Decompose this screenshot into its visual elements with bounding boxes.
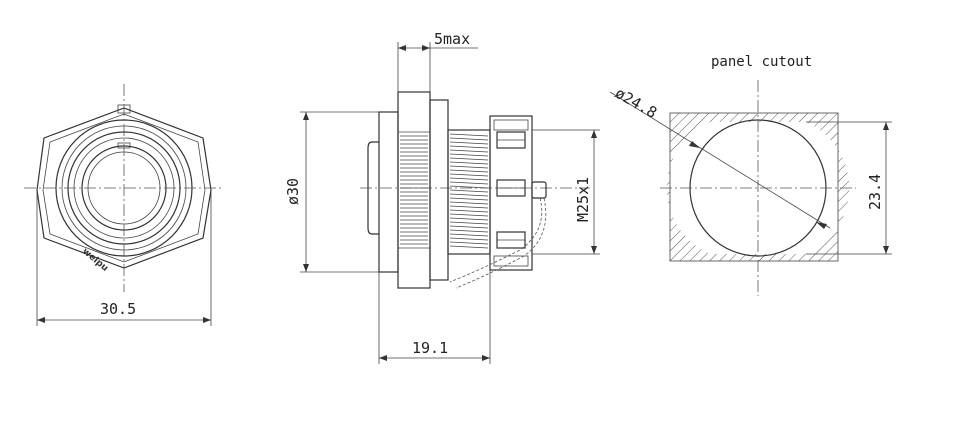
thread-line [449,229,489,233]
thread-line [449,209,489,213]
panel-nut [397,91,431,289]
dust-cap-knob [531,181,547,199]
thread-line [449,193,489,197]
thread-label: M25x1 [574,177,592,222]
thread-line [449,165,489,169]
thread-line [449,177,489,181]
thread-line [449,221,489,225]
thread-line [449,149,489,153]
thread-line [449,145,489,149]
thread-line [449,161,489,165]
rear-coupling [489,115,533,271]
flange [378,111,399,273]
thread-line [449,237,489,241]
thread-line [449,225,489,229]
max-thickness-label: 5max [434,30,470,48]
cutout-diameter-label: ø24.8 [612,84,660,122]
thread-line [449,241,489,245]
length-label: 19.1 [412,339,448,357]
thread-line [449,185,489,189]
thread-line [449,233,489,237]
thread-line [449,137,489,141]
thread-line [449,181,489,185]
thread-line [449,217,489,221]
thread-line [449,157,489,161]
panel-hatch [666,113,850,261]
side-view: 5max ø30 M25x1 19.1 [284,30,600,364]
thread-line [449,245,489,249]
lanyard [449,197,543,283]
thread-line [449,201,489,205]
thread-line [449,197,489,201]
width-dimension-label: 30.5 [100,300,136,318]
cutout-flat-label: 23.4 [866,174,884,210]
thread-line [449,133,489,137]
cutout-diameter-leader [609,91,831,229]
thread-line [449,173,489,177]
cutout-title: panel cutout [711,54,812,70]
front-view: weipu 30.5 [24,84,224,326]
thread-line [449,189,489,193]
washer [429,99,449,281]
thread-line [449,153,489,157]
panel-cutout-view: panel cutout ø24.8 23.4 [609,54,892,296]
thread-line [449,169,489,173]
flange-diameter-label: ø30 [284,178,302,205]
thread-line [449,205,489,209]
thread-line [449,213,489,217]
thread-line [449,141,489,145]
